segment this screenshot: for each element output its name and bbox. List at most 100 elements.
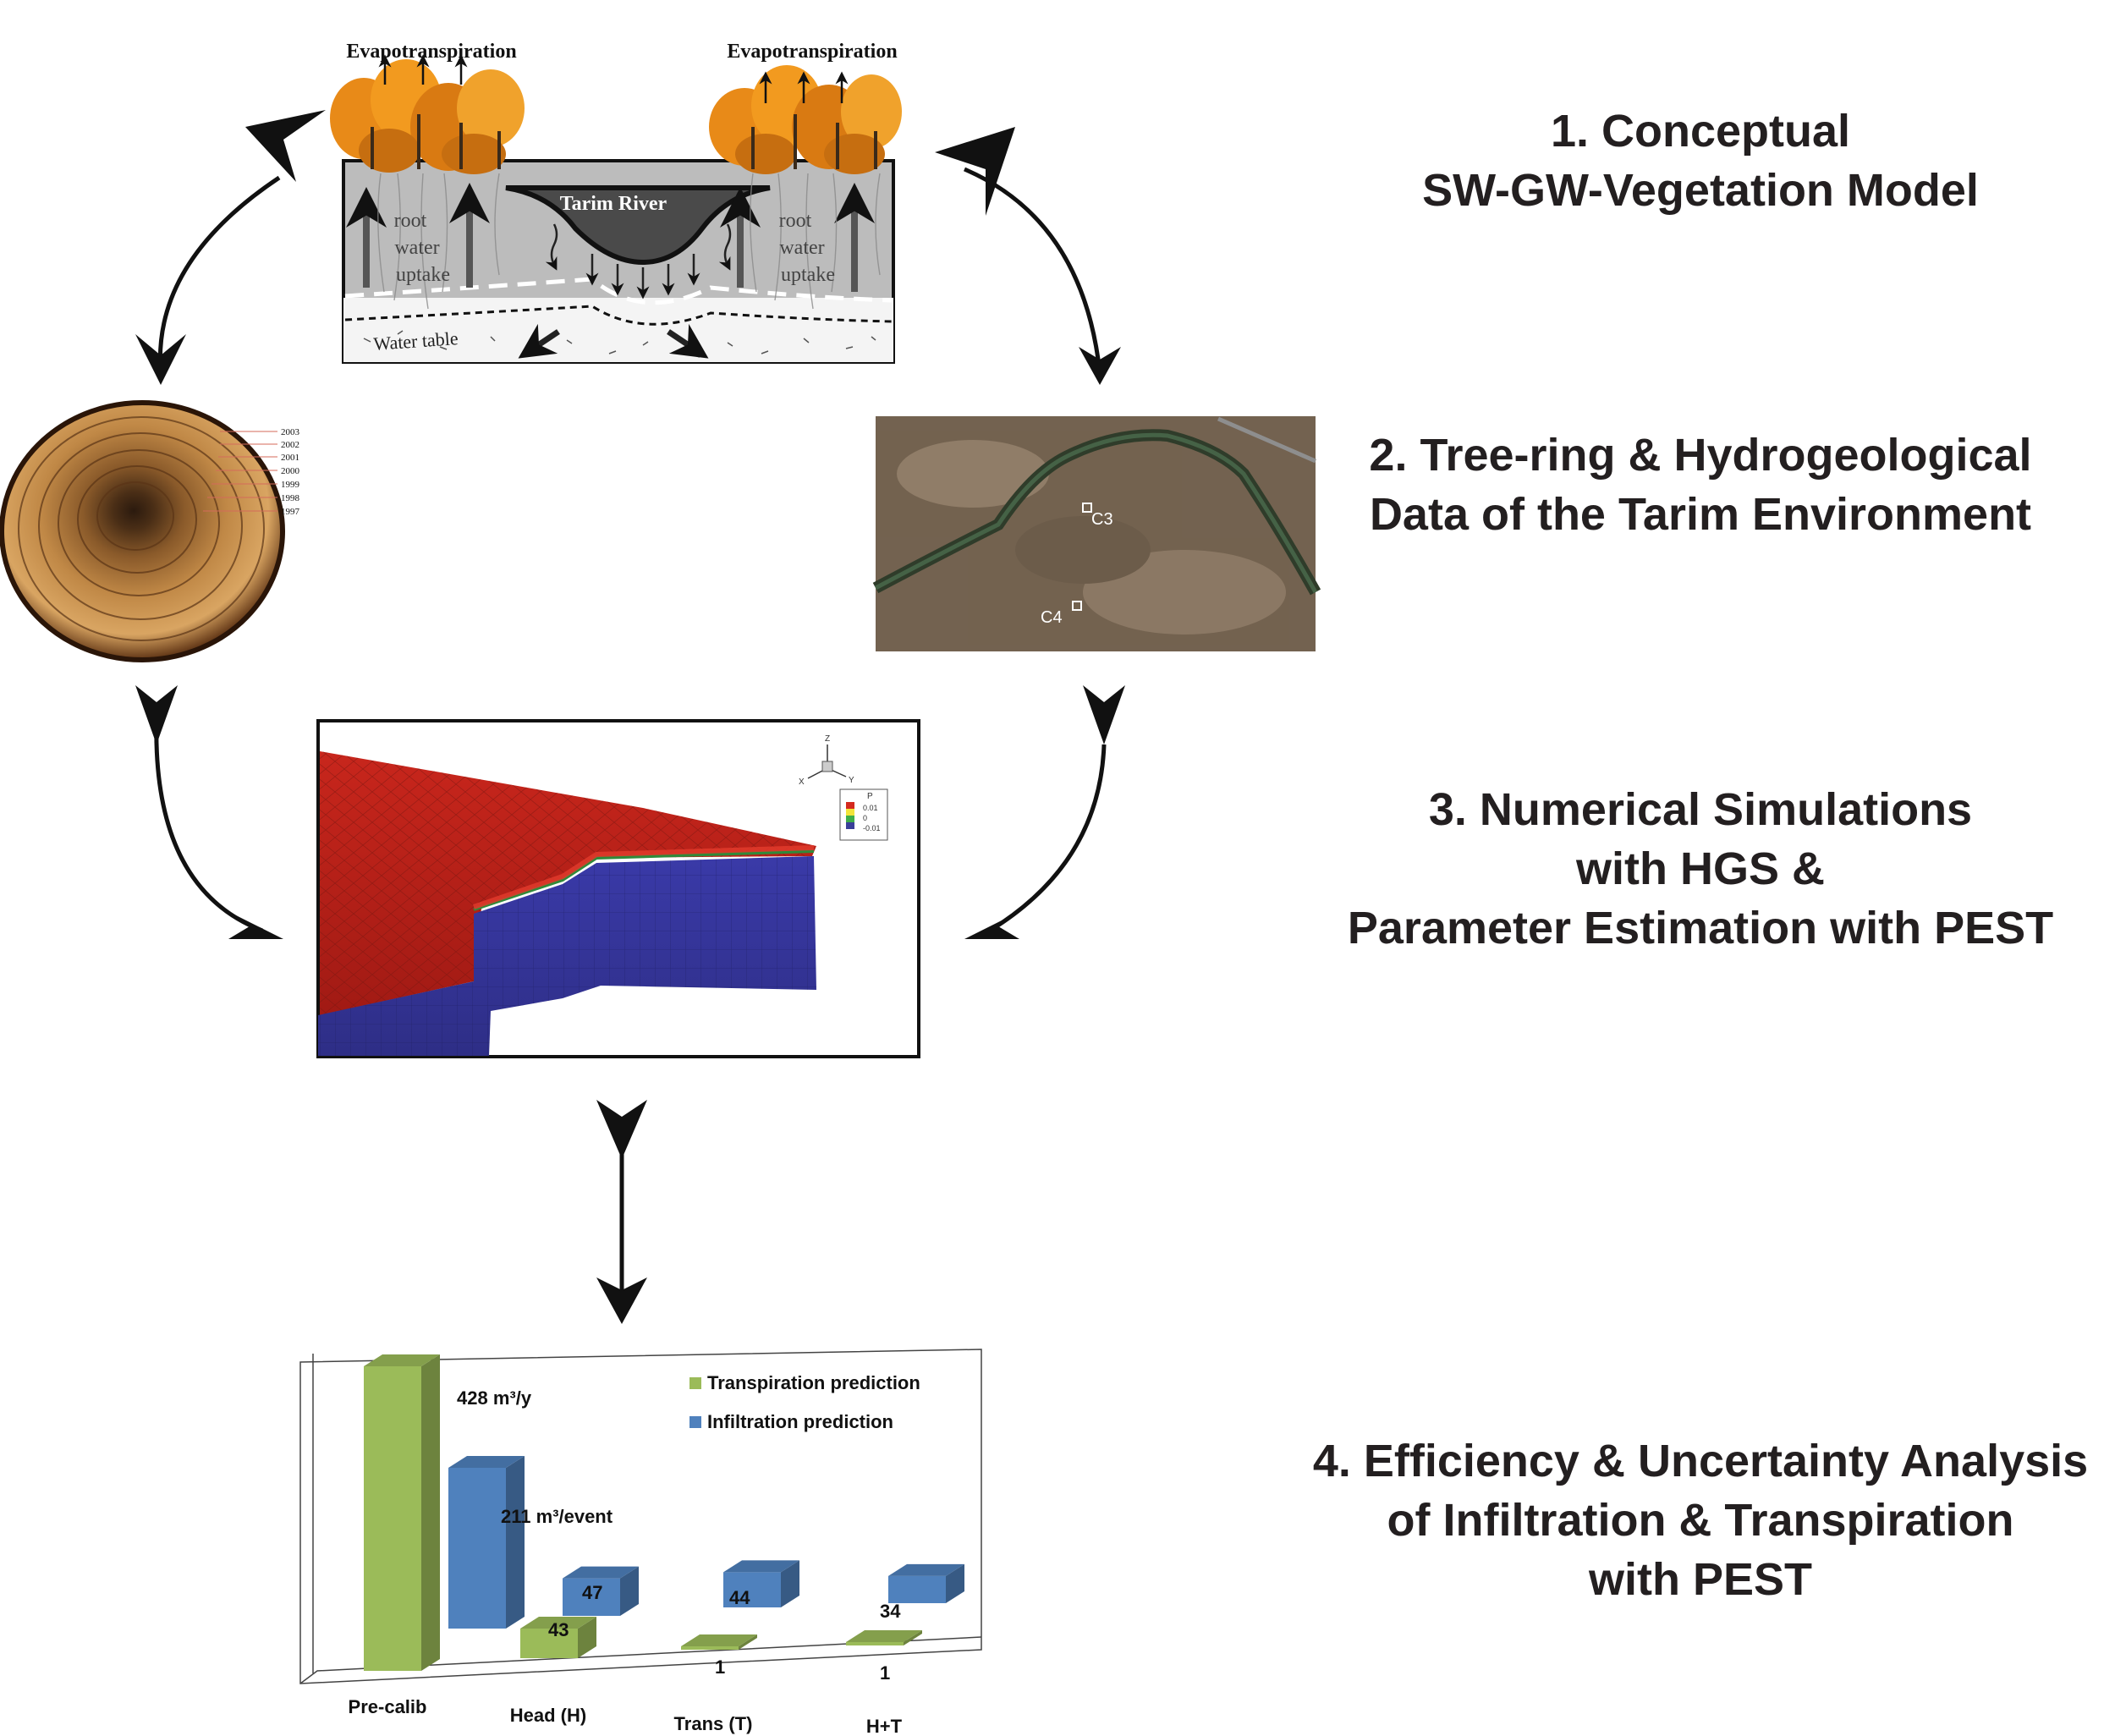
year-leader-lines [203,431,277,512]
arrow-to-tree-ring [157,175,281,373]
bar-infiltration-2 [723,1560,799,1607]
root-label-right-1: root [779,210,812,232]
step-4-line-3: with PEST [1588,1554,1812,1605]
step-2-title: 2. Tree-ring & Hydrogeological Data of t… [1320,426,2081,544]
year-label-1999: 1999 [281,480,300,490]
chart-bars [364,1354,964,1671]
bar-transpiration-3 [846,1630,922,1645]
step-3-line-1: 3. Numerical Simulations [1428,784,1973,835]
label-head-transpiration: 43 [548,1619,569,1640]
chart-data-labels: 428 m³/y 211 m³/event 43 47 1 44 1 34 [457,1387,901,1684]
root-lines [377,173,881,310]
arrowhead-model-right [964,914,1019,939]
arrow-tail-right-top [935,127,1015,216]
legend-title: P [867,792,873,801]
arrowhead-model-left [228,914,283,939]
arrow-to-satellite [964,167,1102,373]
site-c4-label: C4 [1041,608,1063,627]
et-arrows-right [759,71,849,103]
legend-swatch-infiltration [689,1416,701,1428]
site-c4-marker [1072,601,1082,611]
root-label-left-1: root [394,210,427,232]
step-2-line-2: Data of the Tarim Environment [1369,489,2032,540]
arrowhead-satellite [1079,347,1121,385]
step-1-line-1: 1. Conceptual [1550,106,1851,157]
legend-value-2: -0.01 [863,824,881,832]
label-precalib-infiltration: 211 m³/event [501,1506,613,1527]
river-label: Tarim River [560,193,667,215]
arrow-tail-satellite [1083,685,1125,744]
et-arrows-left [378,54,468,85]
label-trans-transpiration: 1 [715,1656,725,1678]
arrow-tree-ring-to-model [154,718,263,933]
bar-infiltration-3 [888,1563,964,1603]
label-ht-transpiration: 1 [880,1662,890,1684]
label-precalib-transpiration: 428 m³/y [457,1387,532,1409]
legend-transpiration: Transpiration prediction [707,1372,920,1393]
arrowhead-chart [596,1277,647,1324]
step-4-title: 4. Efficiency & Uncertainty Analysis of … [1294,1431,2107,1609]
legend-swatch-yellow [846,809,854,816]
root-label-left-3: uptake [396,264,450,286]
flow-arrow-left [518,323,560,359]
water-table-line [344,305,893,326]
pressure-legend: P 0.01 0 -0.01 [839,788,888,841]
step-1-title: 1. Conceptual SW-GW-Vegetation Model [1320,102,2081,220]
simulation-panel: Z X Y P 0.01 0 -0.01 [316,719,920,1058]
step-1-line-2: SW-GW-Vegetation Model [1422,165,1979,216]
root-label-right-2: water [779,237,824,259]
site-c3-marker [1082,503,1092,513]
arrow-heads [135,110,1125,1324]
year-label-1998: 1998 [281,493,300,503]
chart-legend: Transpiration prediction Infiltration pr… [689,1372,920,1432]
category-ht: H+T [866,1716,903,1736]
year-label-2000: 2000 [281,466,300,476]
et-label-right: Evapotranspiration [727,41,897,63]
arrow-tail-tree-ring [135,685,178,744]
legend-infiltration: Infiltration prediction [707,1411,893,1432]
label-trans-infiltration: 44 [729,1587,750,1608]
axis-triad: Z X Y [799,734,854,787]
category-head: Head (H) [510,1705,586,1726]
category-trans: Trans (T) [674,1713,753,1734]
step-3-title: 3. Numerical Simulations with HGS & Para… [1320,780,2081,958]
step-3-line-3: Parameter Estimation with PEST [1347,903,2054,953]
legend-swatch-red [846,802,854,809]
mesh-boundary-green [473,849,815,911]
step-4-line-1: 4. Efficiency & Uncertainty Analysis [1312,1436,2089,1486]
legend-swatch-blue [846,822,854,829]
legend-swatch-green [846,816,854,822]
legend-swatch-transpiration [689,1377,701,1389]
legend-value-1: 0 [863,814,867,822]
bar-infiltration-0 [448,1456,525,1629]
arrowhead-tree-ring [135,334,186,385]
axis-y-label: Y [849,776,854,785]
axis-x-label: X [799,777,805,787]
bar-transpiration-1 [520,1617,596,1658]
arrow-tail-left-top [245,110,326,182]
legend-value-0: 0.01 [863,804,878,812]
year-label-2003: 2003 [281,427,300,437]
arrow-satellite-to-model [988,744,1107,933]
chart-categories: Pre-calib Head (H) Trans (T) H+T [349,1696,903,1736]
infiltration-arrows [545,223,732,299]
step-3-line-2: with HGS & [1576,843,1825,894]
label-ht-infiltration: 34 [880,1601,901,1622]
label-head-infiltration: 47 [582,1582,602,1603]
aquifer-zone [343,298,893,362]
tree-ring-image: 2003 2002 2001 2000 1999 1998 1997 [0,400,300,662]
conceptual-model: Evapotranspiration Evapotranspiration Ta… [330,41,902,364]
root-label-right-3: uptake [781,264,835,286]
root-label-left-2: water [394,237,439,259]
tree-canopy-right [709,65,902,174]
category-pre-calib: Pre-calib [349,1696,427,1717]
site-c3-label: C3 [1091,510,1113,529]
road [1217,416,1316,464]
satellite-image: C3 C4 [872,416,1321,651]
et-label-left: Evapotranspiration [346,41,516,63]
arrow-tail-model [596,1100,647,1159]
chart-box [299,1349,982,1684]
year-label-2001: 2001 [281,453,299,463]
capillary-fringe-line [344,277,893,305]
